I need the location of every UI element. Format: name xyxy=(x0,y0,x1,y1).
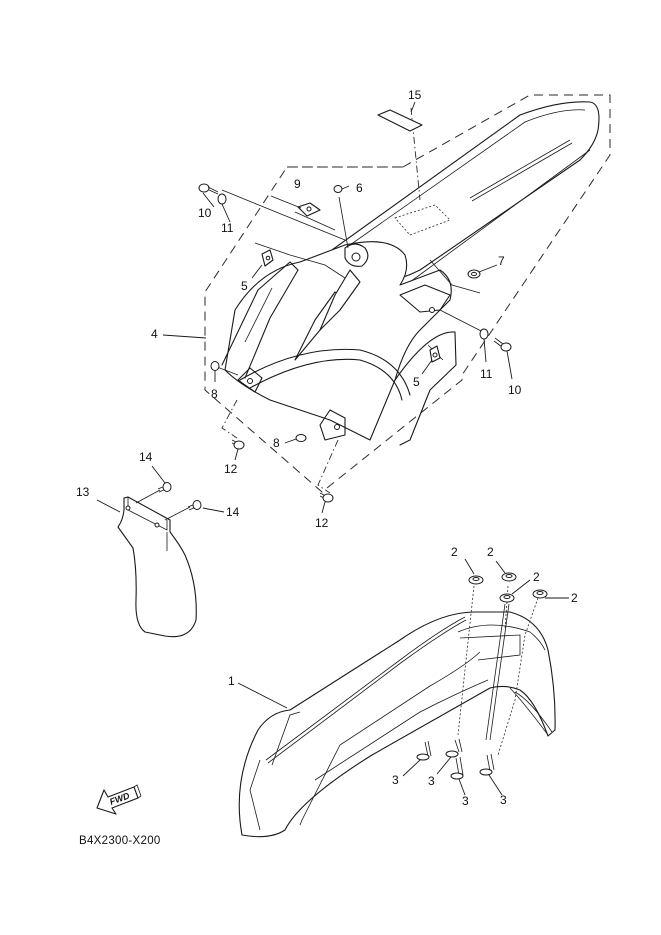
callout-2-b: 2 xyxy=(487,545,494,559)
callout-14-upper: 14 xyxy=(139,450,153,464)
callout-8-left: 8 xyxy=(211,387,218,401)
forward-direction-arrow: FWD xyxy=(96,784,142,815)
callout-10-lower: 10 xyxy=(508,383,522,397)
callout-3-a: 3 xyxy=(392,773,399,787)
callout-5-upper: 5 xyxy=(241,279,248,293)
callout-15: 15 xyxy=(408,88,422,102)
nut-6 xyxy=(333,185,343,193)
callout-labels: 15 10 11 9 6 5 4 7 11 10 5 8 8 12 12 14 … xyxy=(76,88,578,808)
callout-13: 13 xyxy=(76,485,90,499)
callout-3-c: 3 xyxy=(462,794,469,808)
callout-9: 9 xyxy=(294,177,301,191)
bolt-3-c xyxy=(450,756,464,780)
rear-fender xyxy=(221,101,600,446)
collar-2-a xyxy=(468,575,484,585)
callout-12-right: 12 xyxy=(315,516,329,530)
washer-11-lower xyxy=(479,328,489,340)
mud-flap xyxy=(117,496,197,638)
callout-10-upper: 10 xyxy=(198,206,212,220)
collar-2-c xyxy=(499,593,515,603)
diagram-code: B4X2300-X200 xyxy=(79,835,161,847)
bolt-10-upper xyxy=(198,183,219,195)
callout-3-d: 3 xyxy=(500,793,507,807)
bolt-12-right xyxy=(319,492,334,503)
nut-plate-9 xyxy=(297,202,321,217)
washer-8-left xyxy=(210,361,220,371)
callout-12-left: 12 xyxy=(224,462,238,476)
callout-2-d: 2 xyxy=(571,591,578,605)
leader-lines xyxy=(96,101,569,796)
callout-8-right: 8 xyxy=(273,436,280,450)
callout-4: 4 xyxy=(151,327,158,341)
callout-7: 7 xyxy=(498,254,505,268)
nut-5-lower xyxy=(429,345,441,363)
callout-1: 1 xyxy=(228,674,235,688)
collar-2-d xyxy=(532,589,548,599)
bolt-10-lower xyxy=(493,337,512,352)
callout-2-a: 2 xyxy=(451,545,458,559)
callout-11-upper: 11 xyxy=(221,221,234,235)
washer-7 xyxy=(467,269,481,279)
washer-8-right xyxy=(295,434,307,442)
bolt-3-d xyxy=(479,753,495,776)
callout-3-b: 3 xyxy=(428,774,435,788)
collar-2-b xyxy=(501,572,517,582)
front-fender xyxy=(238,611,556,838)
label-sticker xyxy=(377,109,423,132)
callout-6: 6 xyxy=(356,181,363,195)
rear-fender-group-boundary xyxy=(204,94,611,493)
callout-5-lower: 5 xyxy=(413,375,420,389)
bolt-3-a xyxy=(416,740,432,761)
screw-14-upper xyxy=(157,482,172,493)
callout-2-c: 2 xyxy=(533,570,540,584)
screw-14-lower xyxy=(187,500,202,511)
bolt-3-b xyxy=(445,738,463,758)
nut-5-upper xyxy=(261,249,274,267)
callout-11-lower: 11 xyxy=(480,367,493,381)
bolt-12-left xyxy=(231,439,245,450)
callout-14-lower: 14 xyxy=(226,505,240,519)
washer-11-upper xyxy=(217,193,227,205)
